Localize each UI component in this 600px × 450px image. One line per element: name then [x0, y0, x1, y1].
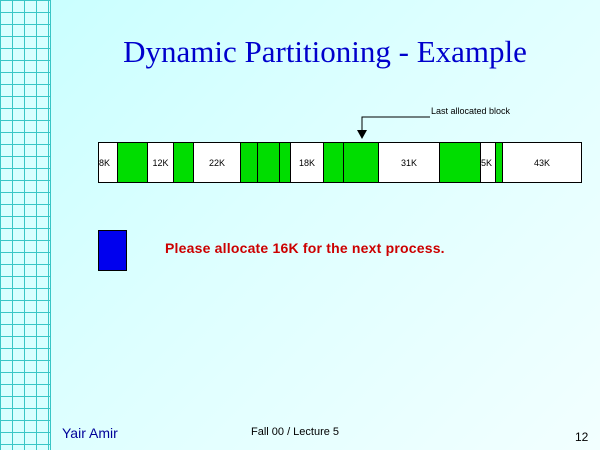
page-number: 12 — [575, 430, 589, 444]
memory-block-allocated — [323, 142, 344, 183]
next-process-block — [98, 230, 127, 271]
memory-block-allocated — [343, 142, 379, 183]
memory-block-free: 22K — [193, 142, 241, 183]
memory-block-free: 12K — [147, 142, 174, 183]
memory-block-free: 8K — [98, 142, 118, 183]
memory-block-allocated — [439, 142, 481, 183]
last-allocated-label: Last allocated block — [431, 106, 511, 116]
allocation-message: Please allocate 16K for the next process… — [165, 240, 445, 256]
memory-block-free: 18K — [290, 142, 324, 183]
memory-block-allocated — [240, 142, 258, 183]
footer-author: Yair Amir — [62, 425, 118, 441]
memory-block-allocated — [257, 142, 280, 183]
memory-block-allocated — [173, 142, 194, 183]
grid-decoration — [0, 0, 51, 450]
memory-block-free: 31K — [378, 142, 440, 183]
slide-title: Dynamic Partitioning - Example — [123, 34, 527, 69]
memory-block-free: 5K — [480, 142, 496, 183]
footer-lecture: Fall 00 / Lecture 5 — [251, 426, 340, 438]
memory-block-free: 43K — [502, 142, 582, 183]
memory-block-allocated — [117, 142, 148, 183]
